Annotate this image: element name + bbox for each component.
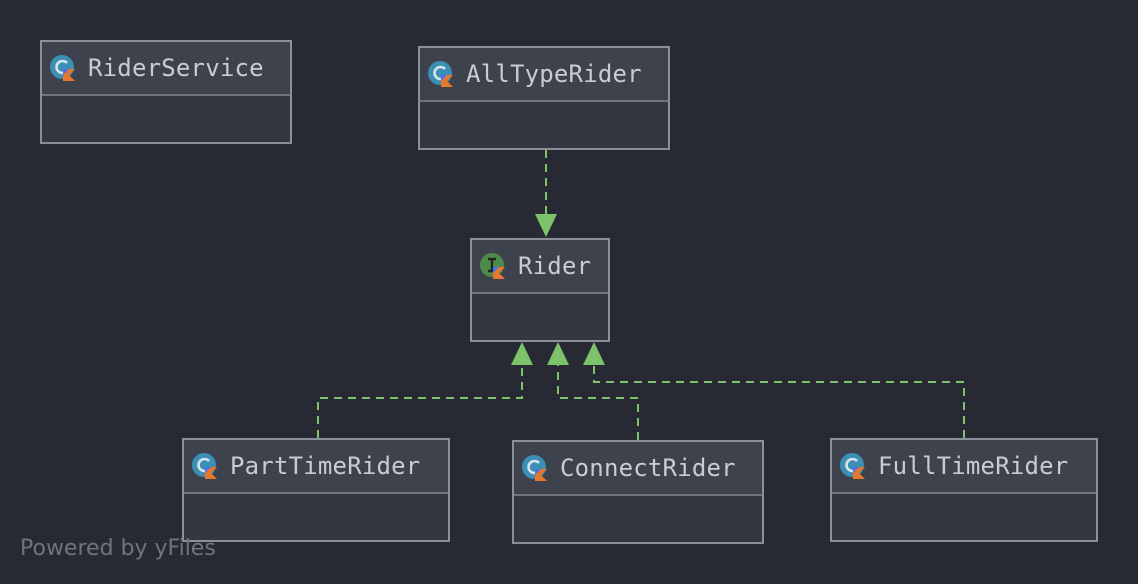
node-label: PartTimeRider <box>230 452 421 480</box>
node-header: PartTimeRider <box>184 440 448 494</box>
kotlin-class-icon <box>838 451 868 481</box>
node-label: FullTimeRider <box>878 452 1069 480</box>
node-label: ConnectRider <box>560 454 736 482</box>
node-label: RiderService <box>88 54 264 82</box>
arrowhead-alltyperider <box>535 214 557 237</box>
node-body <box>42 96 290 142</box>
kotlin-interface-icon <box>478 251 508 281</box>
node-body <box>184 494 448 540</box>
arrowhead-connectrider <box>547 342 569 365</box>
node-header: Rider <box>472 240 608 294</box>
node-header: AllTypeRider <box>420 48 668 102</box>
node-rider-service[interactable]: RiderService <box>40 40 292 144</box>
node-label: Rider <box>518 252 592 280</box>
kotlin-class-icon <box>520 453 550 483</box>
node-part-time-rider[interactable]: PartTimeRider <box>182 438 450 542</box>
node-header: RiderService <box>42 42 290 96</box>
kotlin-class-icon <box>190 451 220 481</box>
node-body <box>420 102 668 148</box>
arrowhead-fulltimerider <box>583 342 605 365</box>
node-connect-rider[interactable]: ConnectRider <box>512 440 764 544</box>
node-header: FullTimeRider <box>832 440 1096 494</box>
kotlin-class-icon <box>426 59 456 89</box>
kotlin-class-icon <box>48 53 78 83</box>
node-body <box>514 496 762 542</box>
node-header: ConnectRider <box>514 442 762 496</box>
node-all-type-rider[interactable]: AllTypeRider <box>418 46 670 150</box>
node-full-time-rider[interactable]: FullTimeRider <box>830 438 1098 542</box>
edge-fulltimerider-rider <box>593 364 965 438</box>
edge-connectrider-rider <box>557 364 639 440</box>
node-rider[interactable]: Rider <box>470 238 610 342</box>
yfiles-watermark: Powered by yFiles <box>20 536 216 561</box>
node-body <box>832 494 1096 540</box>
arrowhead-parttimerider <box>511 342 533 365</box>
edge-parttimerider-rider <box>317 364 523 438</box>
node-body <box>472 294 608 340</box>
node-label: AllTypeRider <box>466 60 642 88</box>
